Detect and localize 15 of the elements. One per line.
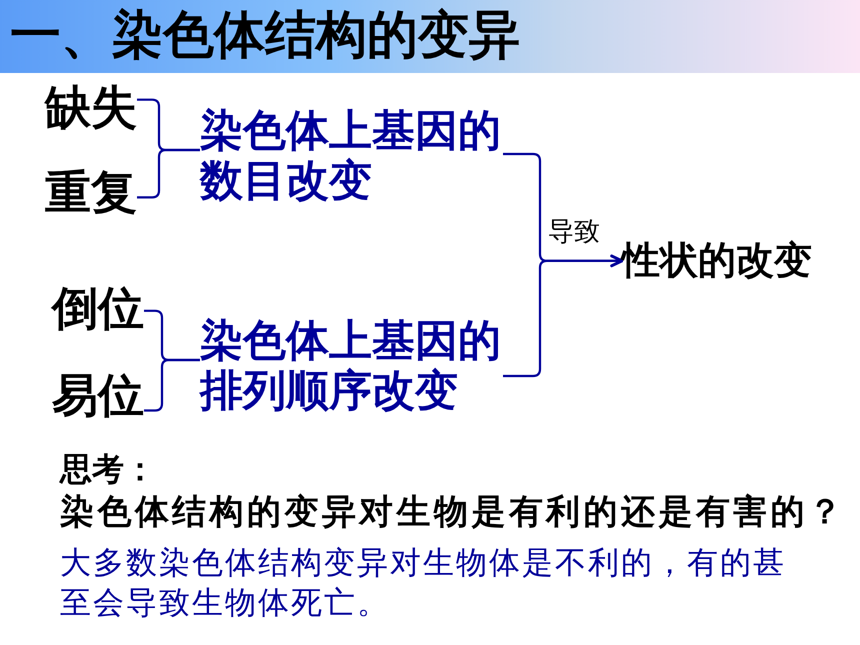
- variation-type-text: 倒位: [52, 283, 144, 334]
- slide-title: 一、染色体结构的变异: [10, 8, 520, 64]
- question-heading: 思考：: [60, 452, 156, 488]
- variation-type-text: 缺失: [45, 82, 137, 133]
- variation-type-text: 易位: [52, 370, 144, 421]
- answer-text: 大多数染色体结构变异对生物体是不利的，有的甚至会导致生物体死亡。: [60, 544, 787, 623]
- edge-label: 导致: [548, 218, 600, 247]
- gene-change-text: 染色体上基因的排列顺序改变: [200, 316, 503, 416]
- trait-change-text: 性状的改变: [622, 240, 812, 282]
- variation-type-text: 重复: [45, 167, 137, 218]
- gene-change-text: 染色体上基因的数目改变: [200, 106, 503, 206]
- bracket-line: [137, 148, 200, 198]
- arrow: [503, 254, 624, 378]
- bracket-line: [144, 358, 200, 412]
- question-text: 染色体结构的变异对生物是有利的还是有害的？: [60, 494, 846, 532]
